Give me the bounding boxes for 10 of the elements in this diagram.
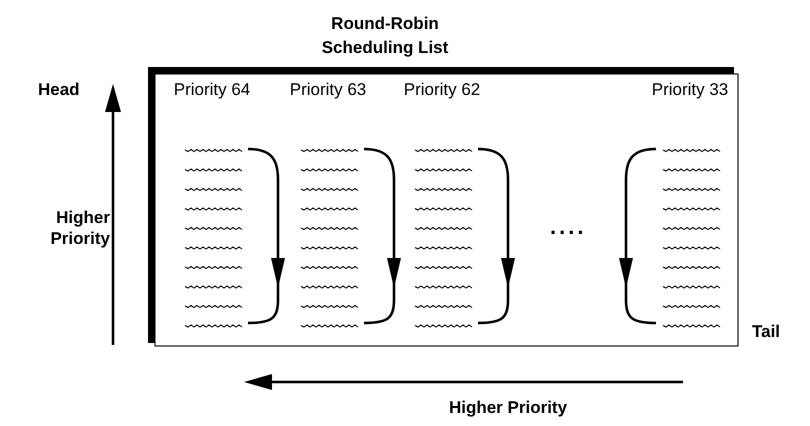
axis-label: Head: [38, 80, 81, 100]
column-heading: Priority 33: [650, 80, 730, 99]
column-heading: Priority 64: [172, 80, 252, 99]
axis-label: Tail: [752, 322, 782, 342]
axis-label: Higher Priority: [448, 398, 568, 418]
column-heading: Priority 63: [288, 80, 368, 99]
column-heading: Priority 62: [402, 80, 482, 99]
ellipsis: ....: [550, 214, 588, 240]
axis-label: Higher Priority: [49, 207, 110, 249]
diagram-title: Round-Robin Scheduling List: [320, 13, 450, 59]
